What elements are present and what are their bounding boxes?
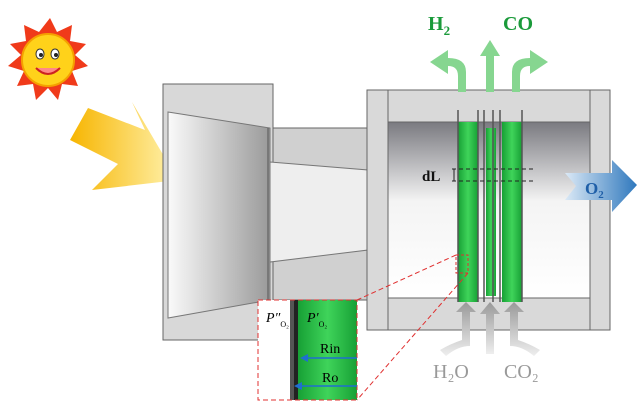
sun-icon — [8, 18, 88, 100]
detail-inset: P″O₂ P′O₂ Rin Ro — [257, 254, 469, 401]
p-inner-label: P′O₂ — [306, 311, 327, 329]
p-outer-label: P″O₂ — [265, 311, 289, 329]
dl-marker: dL — [422, 168, 535, 185]
h2o-label: H₂O — [433, 361, 469, 383]
membrane-tubes — [457, 110, 523, 302]
r-in-label: Rin — [320, 342, 340, 357]
o2-label: O2 — [585, 179, 604, 201]
co2-label: CO₂ — [504, 361, 539, 383]
sunlight-arrow — [70, 102, 178, 190]
o2-outlet-arrow — [565, 160, 637, 212]
dl-label: dL — [422, 169, 440, 185]
product-arrows — [430, 40, 548, 92]
r-o-label: Ro — [322, 371, 338, 386]
concentrator-body — [162, 83, 369, 341]
reactant-arrows — [440, 302, 540, 356]
co-label: CO — [503, 13, 533, 35]
h2-label: H2 — [428, 13, 450, 38]
